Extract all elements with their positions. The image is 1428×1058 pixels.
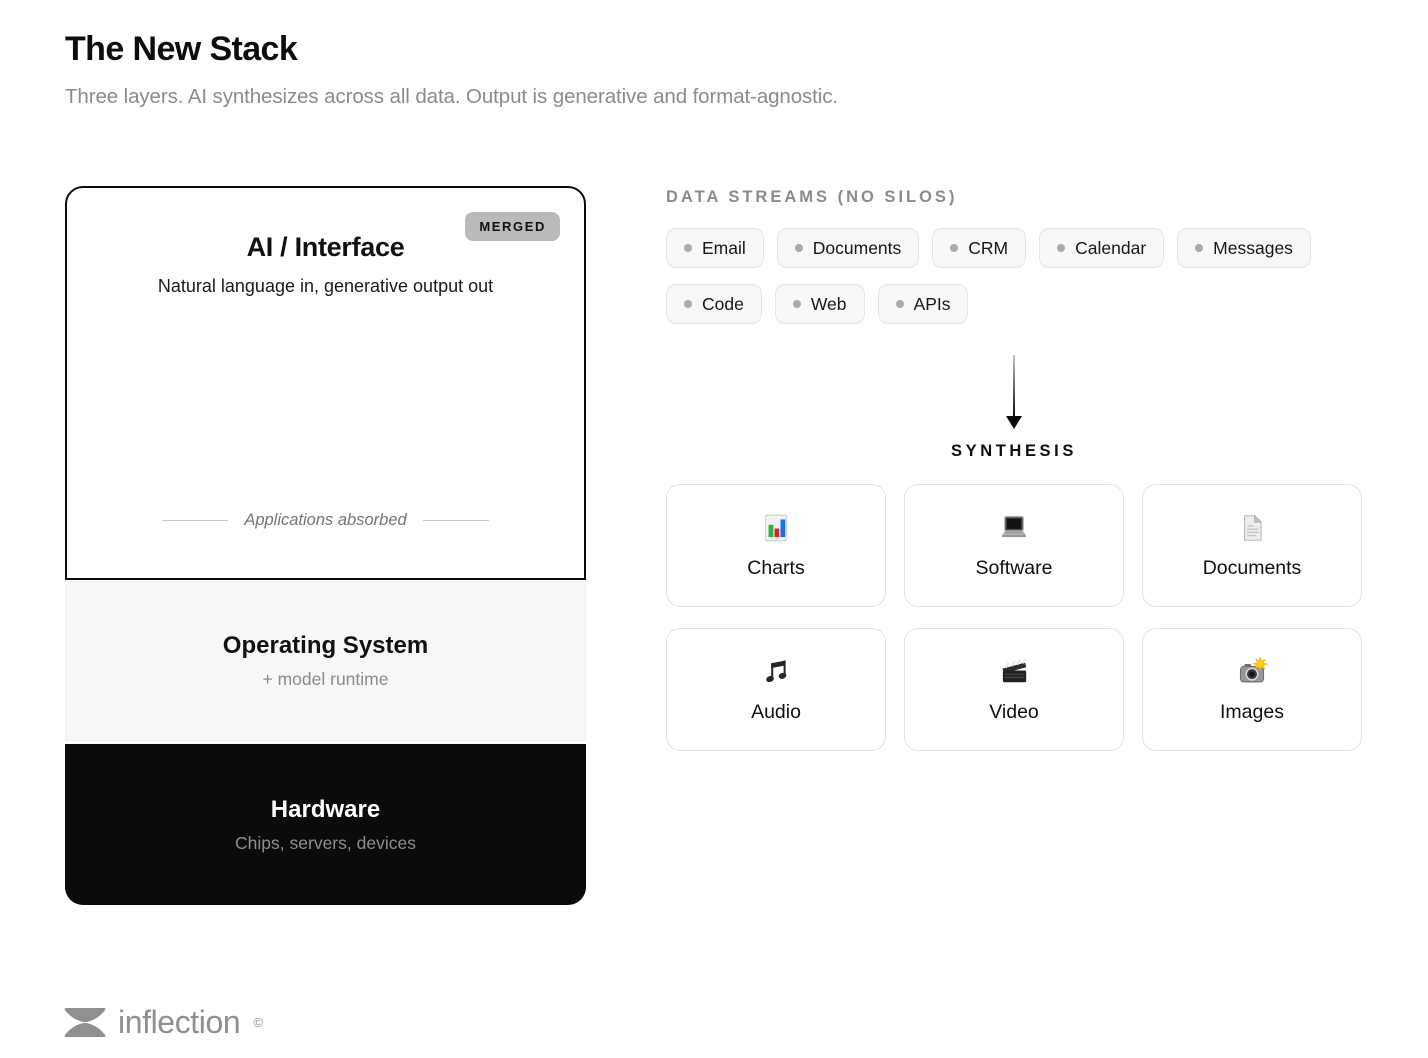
layer-title: Hardware: [270, 795, 381, 823]
inflection-logo-icon: [64, 1008, 106, 1037]
clapperboard-icon: [1002, 657, 1027, 682]
pill-label: Documents: [812, 237, 902, 258]
arrow-shaft: [1012, 355, 1016, 416]
laptop-icon: [1001, 515, 1027, 537]
divider-line: [162, 520, 229, 521]
bullet-dot-icon: [895, 300, 904, 308]
page-subtitle: Three layers. AI synthesizes across all …: [65, 85, 838, 108]
music-note-icon: [766, 659, 787, 682]
card-label: Charts: [747, 556, 805, 579]
output-card-video: Video: [904, 628, 1124, 751]
card-label: Software: [975, 556, 1053, 579]
layer-title: Operating System: [222, 632, 429, 659]
layer-ai-interface: MERGED AI / Interface Natural language i…: [65, 186, 586, 580]
arrow-head: [1006, 416, 1022, 429]
note-text: Applications absorbed: [244, 511, 407, 529]
card-label: Video: [989, 700, 1039, 723]
data-stream-pill-crm: CRM: [932, 228, 1027, 268]
bullet-dot-icon: [1195, 244, 1204, 252]
bullet-dot-icon: [684, 244, 692, 252]
pill-label: Web: [810, 293, 847, 314]
down-arrow-icon: [666, 355, 1362, 429]
pill-label: Calendar: [1075, 237, 1147, 258]
data-stream-pills: Email Documents CRM Calendar Messages Co…: [666, 228, 1362, 324]
data-stream-pill-documents: Documents: [776, 228, 920, 268]
camera-flash-icon: [1239, 655, 1268, 682]
bullet-dot-icon: [684, 300, 692, 308]
merged-badge: MERGED: [465, 212, 560, 241]
data-stream-pill-web: Web: [774, 284, 865, 324]
copyright-mark: ©: [253, 1015, 263, 1030]
layer-subtitle: + model runtime: [262, 669, 389, 689]
data-stream-pill-calendar: Calendar: [1039, 228, 1165, 268]
output-card-documents: Documents: [1142, 484, 1362, 607]
layer-subtitle: Natural language in, generative output o…: [157, 276, 494, 296]
data-stream-pill-email: Email: [666, 228, 764, 268]
brand-footer: inflection ©: [63, 1004, 263, 1041]
stack-diagram: MERGED AI / Interface Natural language i…: [65, 186, 586, 905]
page-title: The New Stack: [65, 30, 298, 68]
bullet-dot-icon: [792, 300, 801, 308]
card-label: Documents: [1202, 556, 1302, 579]
layer-hardware: Hardware Chips, servers, devices: [65, 744, 586, 905]
layer-subtitle: Chips, servers, devices: [235, 832, 416, 853]
card-label: Audio: [751, 700, 801, 723]
bullet-dot-icon: [950, 244, 959, 252]
slide-header: The New Stack Three layers. AI synthesiz…: [65, 30, 838, 109]
data-stream-pill-code: Code: [666, 284, 762, 324]
bullet-dot-icon: [794, 244, 803, 252]
output-card-images: Images: [1142, 628, 1362, 751]
layer-operating-system: Operating System + model runtime: [65, 581, 586, 741]
data-stream-pill-messages: Messages: [1177, 228, 1311, 268]
pill-label: APIs: [913, 293, 951, 314]
pill-label: Email: [702, 237, 746, 258]
data-streams-heading: DATA STREAMS (NO SILOS): [666, 188, 958, 206]
pill-label: Messages: [1213, 237, 1293, 258]
layer-title: AI / Interface: [246, 232, 405, 262]
synthesis-heading: SYNTHESIS: [951, 442, 1077, 460]
synthesis-output-grid: Charts Software: [666, 484, 1362, 751]
brand-name: inflection: [118, 1004, 241, 1040]
data-streams-panel: DATA STREAMS (NO SILOS) Email Documents …: [666, 188, 1362, 751]
data-stream-pill-apis: APIs: [877, 284, 969, 324]
divider-line: [422, 520, 489, 521]
pill-label: CRM: [968, 237, 1009, 258]
output-card-audio: Audio: [666, 628, 886, 751]
pill-label: Code: [702, 293, 744, 314]
output-card-software: Software: [904, 484, 1124, 607]
applications-absorbed-note: Applications absorbed: [67, 511, 584, 530]
bullet-dot-icon: [1057, 244, 1066, 252]
document-icon: [1244, 513, 1263, 541]
output-card-charts: Charts: [666, 484, 886, 607]
card-label: Images: [1220, 700, 1284, 723]
bar-chart-icon: [764, 514, 788, 541]
